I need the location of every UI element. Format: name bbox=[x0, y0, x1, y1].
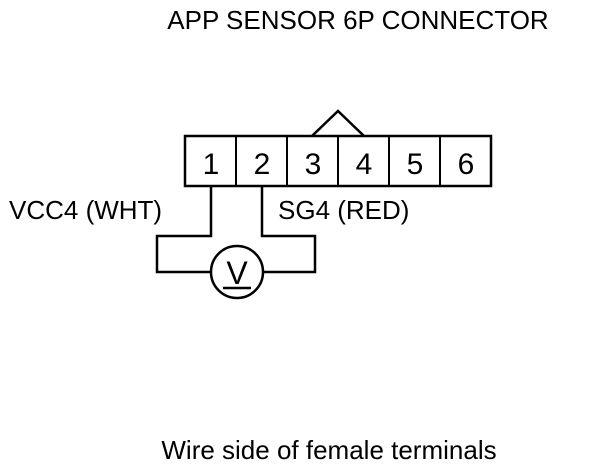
voltmeter-icon: V bbox=[209, 244, 265, 300]
probe-wire-terminal-1 bbox=[155, 186, 213, 274]
voltmeter-symbol: V bbox=[226, 255, 248, 291]
connector-lock-tab bbox=[311, 109, 365, 137]
vcc4-wire-label: VCC4 (WHT) bbox=[9, 195, 162, 225]
diagram-title: APP SENSOR 6P CONNECTOR bbox=[167, 5, 548, 35]
terminal-1-label: 1 bbox=[203, 148, 220, 181]
terminal-3-label: 3 bbox=[305, 148, 322, 181]
terminal-2-label: 2 bbox=[254, 148, 271, 181]
terminal-5-label: 5 bbox=[407, 148, 424, 181]
sg4-wire-label: SG4 (RED) bbox=[278, 195, 409, 225]
probe-wire-terminal-2 bbox=[260, 186, 317, 274]
terminal-dividers bbox=[235, 136, 441, 186]
diagram-caption: Wire side of female terminals bbox=[161, 435, 496, 465]
terminal-6-label: 6 bbox=[458, 148, 475, 181]
terminal-4-label: 4 bbox=[356, 148, 373, 181]
